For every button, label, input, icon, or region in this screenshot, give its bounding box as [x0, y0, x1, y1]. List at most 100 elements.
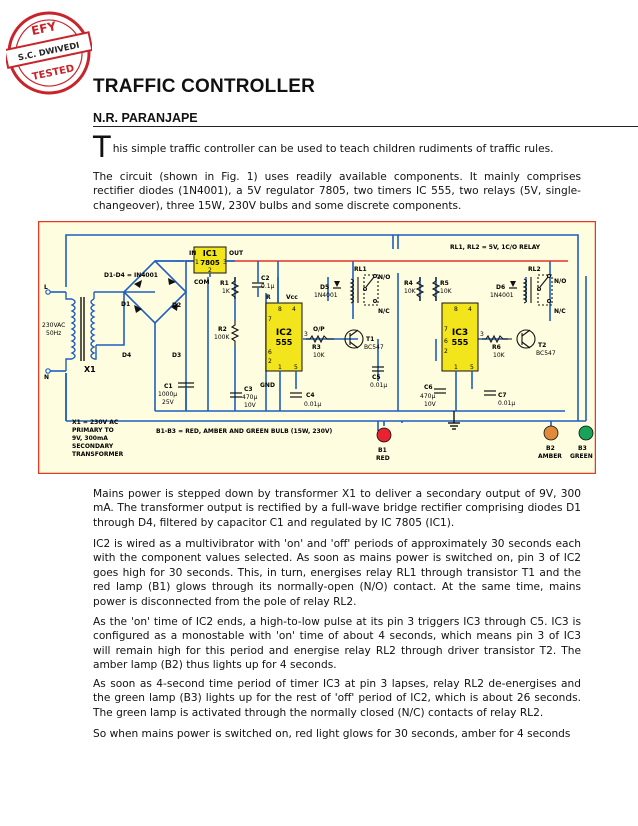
resistor-r4 — [415, 277, 425, 301]
r5-name: R5 — [440, 280, 449, 287]
ic3-pin1: 1 — [454, 364, 458, 371]
rl1-no-label: N/O — [378, 274, 390, 281]
article-author: N.R. PARANJAPE — [93, 111, 198, 125]
d5-name: D5 — [320, 284, 329, 291]
article-title: TRAFFIC CONTROLLER — [93, 76, 316, 97]
rl2-nc-label: N/C — [554, 308, 566, 315]
ic3-pin5: 5 — [470, 364, 474, 371]
capacitor-c3 — [230, 392, 242, 398]
capacitor-c7 — [484, 390, 496, 396]
r2-name: R2 — [218, 326, 227, 333]
ground-symbol — [448, 411, 460, 430]
r3-name: R3 — [312, 344, 321, 351]
ic3-pin3: 3 — [480, 331, 484, 338]
ic1-pin2: 2 — [208, 267, 212, 274]
paragraph-ic2: IC2 is wired as a multivibrator with 'on… — [93, 538, 581, 608]
transistor-t1 — [344, 329, 364, 349]
ic1-in-label: IN — [189, 250, 196, 257]
r1-value: 1K — [222, 288, 231, 295]
transformer-note-3: 9V, 300mA — [72, 435, 108, 442]
c4-name: C4 — [306, 392, 315, 399]
ic1-pin1: 1 — [195, 259, 199, 266]
ic2-pin4: 4 — [292, 306, 296, 313]
relay-rl2 — [522, 273, 553, 306]
capacitor-c1 — [178, 382, 194, 411]
d5-part: 1N4001 — [314, 292, 338, 299]
c4-value: 0.01μ — [304, 401, 321, 408]
ic1-pin3: 3 — [223, 259, 227, 266]
ic2-output-label: O/P — [313, 326, 325, 333]
transformer-label: X1 — [84, 365, 96, 374]
t1-part: BC547 — [364, 344, 384, 351]
transistor-t2 — [516, 329, 536, 349]
ic1-out-label: OUT — [229, 250, 244, 257]
t2-name: T2 — [538, 342, 546, 349]
wiring — [65, 234, 587, 436]
drop-cap: T — [93, 130, 111, 164]
transformer-x1 — [65, 292, 97, 371]
paragraph-green-lamp: As soon as 4-second time period of timer… — [93, 678, 581, 719]
diode-d3-label: D3 — [172, 352, 181, 359]
ic2-gnd-label: GND — [260, 382, 275, 389]
diode-d5 — [333, 281, 341, 289]
c7-value: 0.01μ — [498, 400, 515, 407]
capacitor-c6 — [434, 388, 446, 394]
ic3-pin4: 4 — [468, 306, 472, 313]
efy-tested-stamp: EFY S.C. DWIVEDI TESTED — [6, 11, 92, 95]
ic2-name: IC2 — [276, 328, 292, 338]
ic1-regulator: IC1 7805 IN OUT 1 3 2 COM — [186, 246, 244, 286]
mains-frequency-label: 50Hz — [46, 330, 61, 337]
c3-name: C3 — [244, 386, 253, 393]
c5-name: C5 — [372, 374, 381, 381]
traffic-controller-schematic: L N 230VAC 50Hz X1 D1-D4 = IN4001 D1 D2 … — [38, 221, 596, 474]
bulb-b1: B1 RED — [376, 427, 392, 462]
ic2-pin6: 6 — [268, 349, 272, 356]
r5-value: 10K — [440, 288, 453, 295]
transformer-note-4: SECONDARY — [72, 443, 114, 450]
ic3-part: 555 — [452, 338, 469, 347]
diode-d4-label: D4 — [122, 352, 131, 359]
c3-voltage: 10V — [244, 402, 257, 409]
mains-l-label: L — [44, 284, 48, 291]
rl1-nc-label: N/C — [378, 308, 390, 315]
schematic-frame — [38, 221, 596, 474]
c6-value: 470μ — [420, 393, 435, 400]
ic3-pin2: 2 — [444, 348, 448, 355]
ic3-pin7: 7 — [444, 326, 448, 333]
mains-voltage-label: 230VAC — [42, 322, 65, 329]
c2-value: 0.1μ — [261, 283, 275, 290]
resistor-r2 — [230, 321, 240, 346]
ic3-name: IC3 — [452, 328, 468, 338]
ic2-pin1: 1 — [278, 364, 282, 371]
stamp-top-text: EFY — [30, 19, 58, 38]
capacitor-c4 — [290, 392, 302, 398]
resistor-r6 — [482, 334, 512, 344]
c7-name: C7 — [498, 392, 507, 399]
ic2-pin7: 7 — [268, 316, 272, 323]
ic2-vcc-label: Vcc — [286, 294, 298, 301]
t2-part: BC547 — [536, 350, 556, 357]
capacitor-c2 — [252, 261, 264, 297]
d6-part: 1N4001 — [490, 292, 514, 299]
resistor-r5 — [431, 277, 441, 301]
diode-d2-label: D2 — [172, 302, 181, 309]
ic1-part: 7805 — [200, 259, 220, 267]
relay-note: RL1, RL2 = 5V, 1C/O RELAY — [450, 244, 541, 251]
bulb-b3-color: GREEN — [570, 453, 593, 460]
ic3-pin6: 6 — [444, 338, 448, 345]
d6-name: D6 — [496, 284, 505, 291]
paragraph-power-supply: Mains power is stepped down by transform… — [93, 488, 581, 529]
paragraph-ic3: As the 'on' time of IC2 ends, a high-to-… — [93, 616, 581, 672]
r1-name: R1 — [220, 280, 229, 287]
relay-rl1 — [349, 273, 379, 306]
c3-value: 470μ — [242, 394, 257, 401]
mains-n-label: N — [44, 374, 49, 381]
diodes-label: D1-D4 = IN4001 — [104, 272, 158, 279]
bulb-b2-name: B2 — [546, 445, 555, 452]
r4-value: 10K — [404, 288, 417, 295]
ic2-part: 555 — [276, 338, 293, 347]
bulb-b3-name: B3 — [578, 445, 587, 452]
ic2-pin8: 8 — [278, 306, 282, 313]
transformer-note-2: PRIMARY TO — [72, 427, 114, 434]
